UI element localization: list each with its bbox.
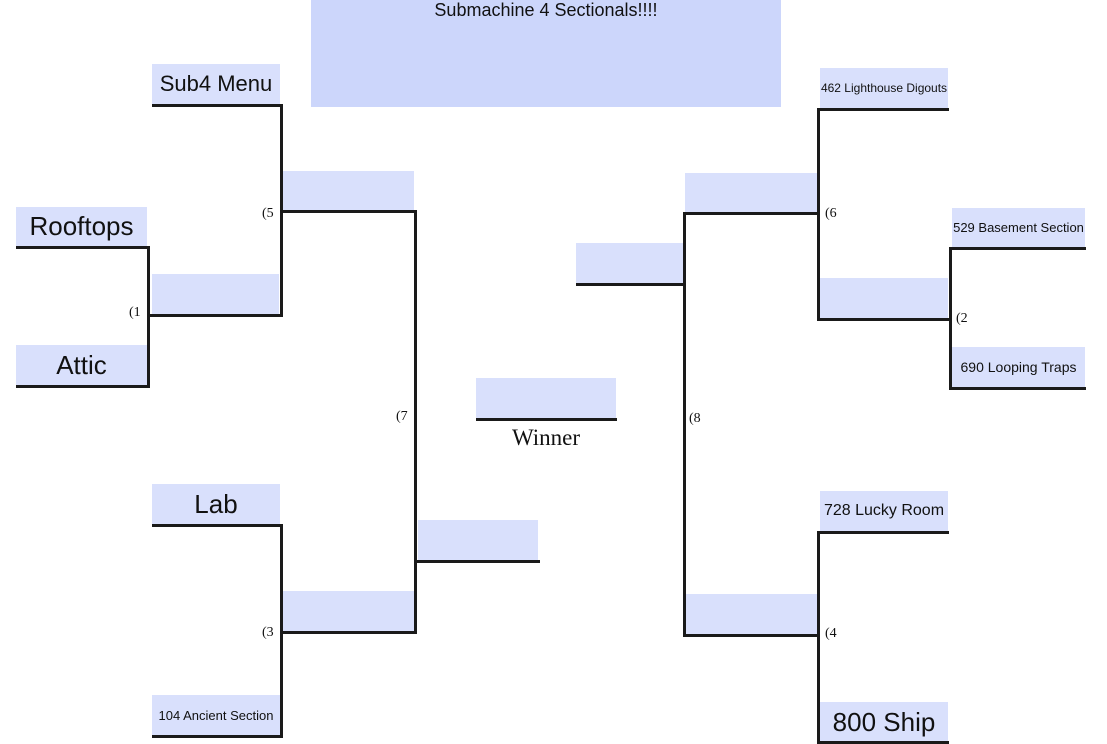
slot-match-6-winner (685, 173, 817, 212)
bracket-line (817, 318, 952, 321)
bracket-line (283, 631, 417, 634)
entry-rooftops: Rooftops (16, 207, 147, 246)
entry-basement-section: 529 Basement Section (952, 208, 1085, 247)
bracket-line (150, 314, 283, 317)
entry-ancient-section: 104 Ancient Section (152, 695, 280, 735)
bracket-line (817, 741, 949, 744)
match-label-5: (5 (262, 206, 274, 221)
match-label-6: (6 (825, 206, 837, 221)
bracket-line (576, 283, 686, 286)
entry-lighthouse-digouts: 462 Lighthouse Digouts (820, 68, 948, 108)
match-label-1: (1 (129, 305, 141, 320)
slot-match-5-winner (283, 171, 414, 210)
winner-label: Winner (511, 425, 581, 450)
entry-lucky-room: 728 Lucky Room (820, 491, 948, 531)
bracket-line (152, 524, 283, 527)
slot-match-7-winner (418, 520, 538, 560)
bracket-line (280, 104, 283, 317)
bracket-line (817, 531, 949, 534)
bracket-line (683, 212, 820, 215)
bracket-line (283, 210, 417, 213)
bracket-line (683, 212, 686, 637)
bracket-line (16, 385, 150, 388)
entry-attic: Attic (16, 345, 147, 385)
bracket-line (417, 560, 540, 563)
slot-match-2-winner (820, 278, 948, 318)
bracket-line (152, 735, 283, 738)
bracket-line (414, 210, 417, 634)
bracket-line (683, 634, 820, 637)
entry-ship: 800 Ship (820, 702, 948, 742)
slot-match-8-winner (576, 243, 683, 283)
bracket-line (280, 524, 283, 738)
match-label-2: (2 (956, 311, 968, 326)
slot-match-3-winner (283, 591, 414, 631)
bracket-line (817, 108, 949, 111)
slot-match-1-winner (152, 274, 279, 314)
match-label-3: (3 (262, 625, 274, 640)
slot-match-4-winner (685, 594, 817, 634)
entry-looping-traps: 690 Looping Traps (952, 347, 1085, 387)
bracket-title: Submachine 4 Sectionals!!!! (311, 0, 781, 107)
bracket-line (949, 247, 1086, 250)
match-label-4: (4 (825, 626, 837, 641)
match-label-7: (7 (396, 409, 408, 424)
bracket-line (817, 531, 820, 744)
winner-line (476, 418, 617, 421)
bracket-line (16, 246, 150, 249)
bracket-line (949, 387, 1086, 390)
slot-champion (476, 378, 616, 418)
bracket-line (147, 246, 150, 388)
entry-sub4-menu: Sub4 Menu (152, 64, 280, 104)
match-label-8: (8 (689, 411, 701, 426)
bracket-line (152, 104, 283, 107)
entry-lab: Lab (152, 484, 280, 524)
